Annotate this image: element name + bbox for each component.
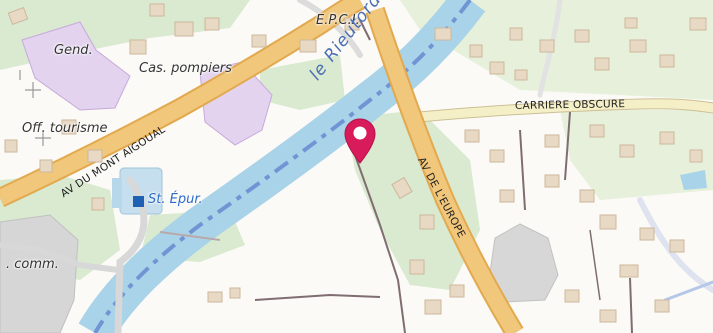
building <box>299 39 317 53</box>
building <box>669 239 685 253</box>
building <box>409 259 425 275</box>
label-epci: E.P.C.I. <box>316 13 360 28</box>
buildings <box>4 3 707 323</box>
road-south-west <box>0 242 121 273</box>
building <box>544 174 560 188</box>
building <box>4 139 18 153</box>
cross-marker <box>35 130 51 146</box>
track-east-1 <box>519 129 526 211</box>
building <box>419 214 435 230</box>
building <box>619 264 639 278</box>
road-carriere-obscure <box>405 99 713 123</box>
building <box>91 197 105 211</box>
building <box>544 134 560 148</box>
av-mont-aigoual <box>0 0 364 206</box>
building <box>599 309 617 323</box>
building <box>639 227 655 241</box>
building <box>689 149 703 163</box>
building <box>464 129 480 143</box>
basin <box>112 178 122 208</box>
building <box>564 289 580 303</box>
map-pin-body <box>344 118 376 164</box>
building <box>251 34 267 48</box>
building <box>61 119 77 135</box>
building <box>539 39 555 53</box>
map-pin-hole <box>353 126 367 140</box>
cross-marker <box>25 82 41 98</box>
label-gendarmerie: Gend. <box>54 43 93 58</box>
building <box>391 176 413 200</box>
label-tourist-office: Off. tourisme <box>22 121 108 136</box>
building <box>489 149 505 163</box>
building <box>579 189 595 203</box>
building <box>87 149 103 163</box>
building <box>499 189 515 203</box>
building <box>39 159 53 173</box>
building <box>594 57 610 71</box>
building <box>204 17 220 31</box>
track-west <box>159 231 221 241</box>
building <box>509 27 523 41</box>
track-north <box>359 19 371 41</box>
road-east-minor <box>663 280 713 302</box>
pond <box>680 170 707 190</box>
building <box>514 69 528 81</box>
building <box>207 291 223 303</box>
building <box>629 39 647 53</box>
av-europe <box>367 7 522 333</box>
building <box>574 29 590 43</box>
boundary-markers <box>19 70 51 146</box>
building <box>229 287 241 299</box>
building <box>659 131 675 145</box>
building <box>654 299 670 313</box>
building <box>624 17 638 29</box>
map-pin-icon[interactable] <box>343 117 377 165</box>
building <box>599 214 617 230</box>
track-east-3 <box>589 229 601 301</box>
building <box>589 124 605 138</box>
building <box>469 44 483 58</box>
building <box>449 284 465 298</box>
building <box>659 54 675 68</box>
water-treatment-icon <box>133 196 144 207</box>
building <box>129 39 147 55</box>
main-roads <box>0 0 524 333</box>
building <box>174 21 194 37</box>
track-east-4 <box>629 277 633 333</box>
label-road-carriere-obscure: CARRIERE OBSCURE <box>514 98 626 112</box>
building <box>149 3 165 17</box>
label-commercial: . comm. <box>6 257 59 272</box>
gendarmerie-area <box>21 21 131 111</box>
building <box>424 299 442 315</box>
tracks <box>159 19 633 333</box>
building <box>489 61 505 75</box>
map-pin-shape <box>344 118 376 164</box>
building <box>619 144 635 158</box>
building <box>434 27 452 41</box>
label-fire-station: Cas. pompiers <box>139 61 232 76</box>
track-south-west <box>254 293 381 301</box>
building <box>344 17 360 31</box>
commercial-zone <box>0 214 79 333</box>
track-south <box>354 154 406 333</box>
building <box>7 6 29 26</box>
building <box>689 17 707 31</box>
road-west-loop <box>114 176 148 333</box>
road-north-east-lane <box>537 0 563 98</box>
river-centerline <box>93 0 472 333</box>
green-area-north-center <box>260 55 345 110</box>
label-water-treatment: St. Épur. <box>148 192 203 207</box>
track-east-2 <box>564 111 571 181</box>
green-area-center <box>345 110 480 290</box>
